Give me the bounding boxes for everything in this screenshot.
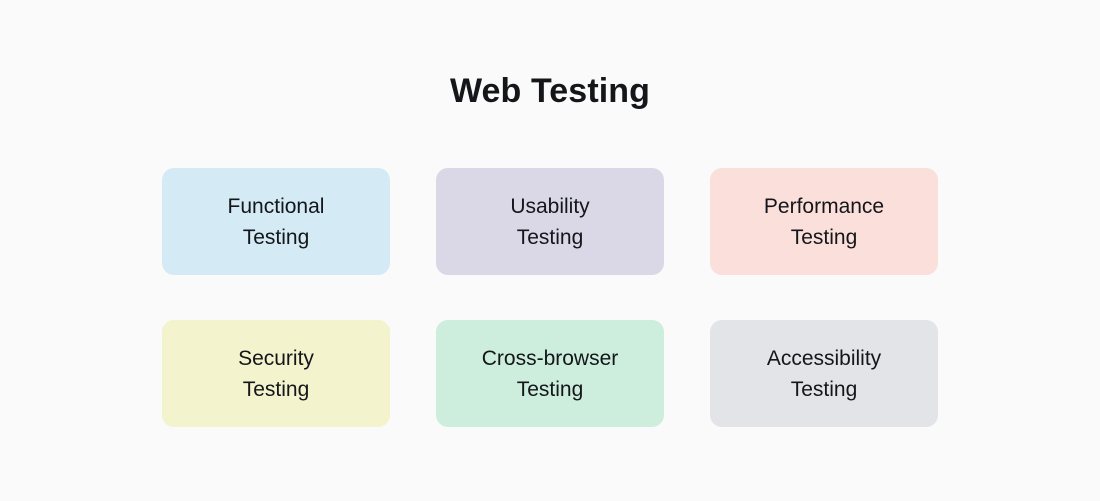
card-label-line1: Security <box>238 346 314 370</box>
card-label-line2: Testing <box>790 377 858 401</box>
card-label-line1: Accessibility <box>766 346 882 370</box>
card-security-testing[interactable]: Security Testing <box>162 320 390 427</box>
card-accessibility-testing[interactable]: Accessibility Testing <box>710 320 938 427</box>
card-label-line1: Performance <box>763 194 885 218</box>
card-usability-testing[interactable]: Usability Testing <box>436 168 664 275</box>
card-performance-testing[interactable]: Performance Testing <box>710 168 938 275</box>
card-label-line2: Testing <box>516 377 584 401</box>
card-label-line2: Testing <box>516 225 584 249</box>
card-label-line2: Testing <box>242 377 310 401</box>
card-label-line1: Usability <box>510 194 590 218</box>
card-cross-browser-testing[interactable]: Cross-browser Testing <box>436 320 664 427</box>
card-label-line1: Functional <box>227 194 325 218</box>
card-functional-testing[interactable]: Functional Testing <box>162 168 390 275</box>
testing-types-grid: Functional Testing Usability Testing Per… <box>162 168 938 427</box>
card-label-line2: Testing <box>790 225 858 249</box>
card-label-line1: Cross-browser <box>481 346 619 370</box>
card-label-line2: Testing <box>242 225 310 249</box>
page-title: Web Testing <box>449 72 651 110</box>
